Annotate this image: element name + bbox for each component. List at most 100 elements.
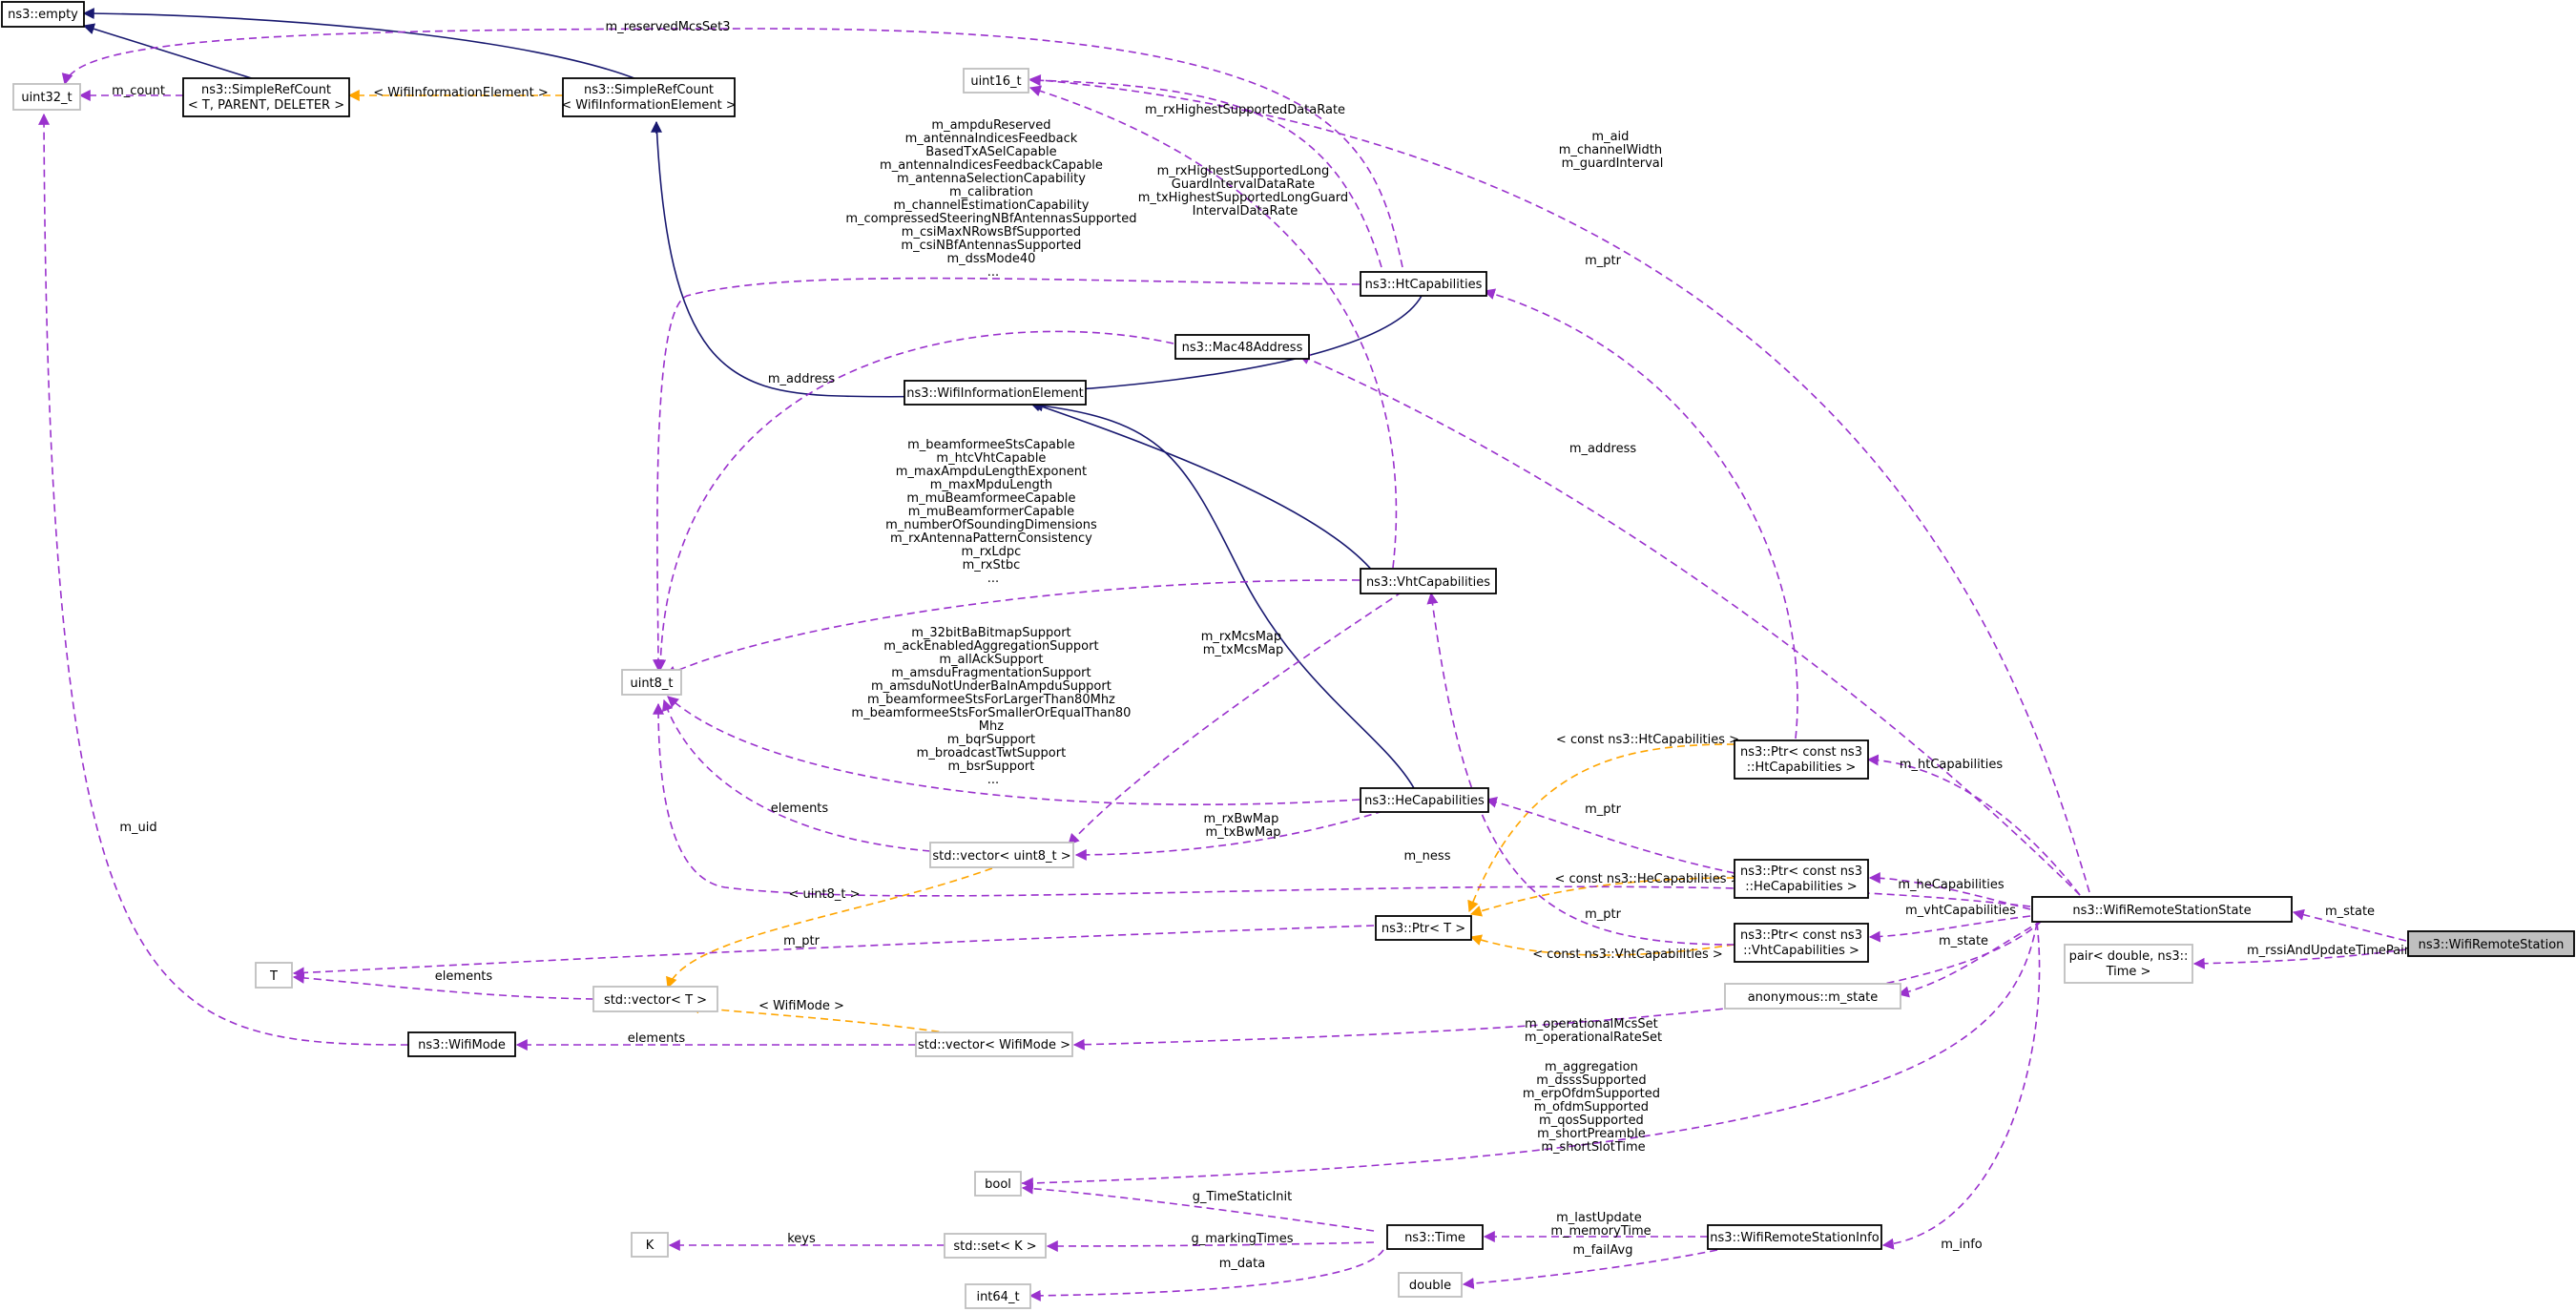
svg-text:bool: bool — [985, 1177, 1011, 1192]
node-ns3-empty[interactable]: ns3::empty — [1, 1, 85, 28]
node-bool[interactable]: bool — [974, 1171, 1022, 1197]
node-he-capabilities[interactable]: ns3::HeCapabilities — [1360, 787, 1489, 813]
label-const-vht: < const ns3::VhtCapabilities > — [1532, 948, 1723, 962]
label-m-address-2: m_address — [1569, 442, 1636, 456]
edges — [38, 8, 2407, 1302]
node-ptr-ht-capabilities[interactable]: ns3::Ptr< const ns3::HtCapabilities > — [1734, 739, 1869, 780]
edge-he-uint8 — [667, 696, 1361, 805]
node-vht-capabilities[interactable]: ns3::VhtCapabilities — [1360, 568, 1497, 594]
node-T[interactable]: T — [255, 962, 293, 989]
label-he-fields: m_32bitBaBitmapSupport m_ackEnabledAggre… — [851, 626, 1134, 787]
node-vector-wifimode[interactable]: std::vector< WifiMode > — [915, 1031, 1073, 1057]
label-elements-t: elements — [435, 969, 493, 984]
label-srcwifi-tpl: < WifiInformationElement > — [373, 86, 549, 100]
edge-ness — [653, 702, 2031, 907]
node-simplerefcount-generic[interactable]: ns3::SimpleRefCount< T, PARENT, DELETER … — [182, 77, 350, 117]
label-m-address-1: m_address — [768, 372, 835, 386]
node-vector-uint8[interactable]: std::vector< uint8_t > — [929, 842, 1074, 868]
edge-mac48-uint8 — [654, 330, 1174, 672]
node-K[interactable]: K — [631, 1232, 669, 1258]
node-ht-capabilities[interactable]: ns3::HtCapabilities — [1360, 271, 1487, 297]
edge-time-setk — [1046, 1239, 1375, 1252]
edge-ptrht-tpl — [1467, 743, 1735, 913]
edge-ptrvht-vhtcap — [1426, 592, 1735, 946]
svg-text:std::set< K >: std::set< K > — [953, 1239, 1036, 1254]
label-ness: m_ness — [1404, 849, 1451, 864]
node-uint8[interactable]: uint8_t — [621, 669, 682, 696]
label-time-static-init: g_TimeStaticInit — [1193, 1190, 1293, 1204]
node-double[interactable]: double — [1398, 1272, 1463, 1298]
edge-hecap-wie — [1030, 400, 1415, 789]
node-pair-double-time[interactable]: pair< double, ns3::Time > — [2064, 944, 2193, 984]
svg-text:ns3::HtCapabilities: ns3::HtCapabilities — [1365, 278, 1483, 292]
label-rx-mcs: m_rxMcsMap m_txMcsMap — [1201, 630, 1286, 657]
label-aid: m_aid m_channelWidth m_guardInterval — [1559, 130, 1667, 171]
label-rx-highest-long: m_rxHighestSupportedLong GuardIntervalDa… — [1138, 164, 1353, 219]
label-ht-fields: m_ampduReserved m_antennaIndicesFeedback… — [845, 118, 1140, 280]
node-uint32[interactable]: uint32_t — [12, 83, 81, 111]
label-he-capabilities: m_heCapabilities — [1898, 878, 2004, 892]
svg-text:pair< double, ns3::: pair< double, ns3:: — [2069, 949, 2189, 964]
svg-text:ns3::Ptr< const ns3: ns3::Ptr< const ns3 — [1740, 864, 1862, 879]
edge-station-state — [2292, 908, 2407, 942]
svg-text:std::vector< WifiMode >: std::vector< WifiMode > — [918, 1038, 1070, 1052]
edge-state-ptrvht — [1868, 915, 2031, 943]
label-m-data: m_data — [1219, 1257, 1265, 1271]
svg-text:::HeCapabilities >: ::HeCapabilities > — [1745, 880, 1857, 894]
label-uint8-tpl: < uint8_t > — [788, 887, 860, 902]
node-ptr-he-capabilities[interactable]: ns3::Ptr< const ns3::HeCapabilities > — [1734, 859, 1869, 899]
node-int64[interactable]: int64_t — [965, 1283, 1031, 1309]
label-info: m_info — [1941, 1238, 1983, 1252]
node-wifi-mode[interactable]: ns3::WifiMode — [407, 1031, 516, 1057]
label-ht-capabilities: m_htCapabilities — [1900, 758, 2004, 772]
label-const-he: < const ns3::HeCapabilities > — [1554, 872, 1740, 886]
svg-text:ns3::Time: ns3::Time — [1404, 1231, 1465, 1245]
node-wifi-remote-station-state[interactable]: ns3::WifiRemoteStationState — [2031, 896, 2293, 923]
node-simplerefcount-wifi[interactable]: ns3::SimpleRefCount< WifiInformationElem… — [561, 77, 737, 117]
node-uint16[interactable]: uint16_t — [963, 68, 1029, 94]
svg-text:uint16_t: uint16_t — [970, 74, 1021, 89]
edge-state-anon — [1897, 920, 2043, 998]
label-bool-fields: m_aggregation m_dsssSupported m_erpOfdmS… — [1523, 1060, 1664, 1155]
node-wifi-remote-station-info[interactable]: ns3::WifiRemoteStationInfo — [1707, 1224, 1882, 1250]
svg-text:ns3::SimpleRefCount: ns3::SimpleRefCount — [584, 83, 714, 97]
label-reserved-mcs: m_reservedMcsSet3 — [605, 20, 730, 34]
svg-text:ns3::WifiRemoteStation: ns3::WifiRemoteStation — [2419, 938, 2565, 952]
edge-vecu8-vect — [666, 867, 993, 989]
label-m-ptr-ht: m_ptr — [1585, 254, 1622, 268]
edge-state-mac48 — [1298, 353, 2081, 896]
svg-text:ns3::HeCapabilities: ns3::HeCapabilities — [1364, 794, 1485, 808]
label-keys: keys — [787, 1232, 816, 1246]
node-mac48-address[interactable]: ns3::Mac48Address — [1174, 334, 1310, 360]
svg-text:ns3::WifiRemoteStationState: ns3::WifiRemoteStationState — [2072, 904, 2251, 918]
edge-state-ptrht — [1866, 754, 2081, 896]
edge-station-pair — [2192, 948, 2407, 969]
node-set-k[interactable]: std::set< K > — [944, 1233, 1047, 1259]
edge-state-ptrhe — [1868, 872, 2031, 910]
node-wifi-information-element[interactable]: ns3::WifiInformationElement — [904, 380, 1087, 406]
label-elements-mode: elements — [628, 1031, 686, 1046]
svg-text:ns3::WifiMode: ns3::WifiMode — [418, 1038, 506, 1052]
svg-text:double: double — [1409, 1279, 1451, 1293]
svg-text:anonymous::m_state: anonymous::m_state — [1748, 990, 1879, 1005]
edge-he-vecu8 — [1074, 810, 1384, 861]
edge-htcap-uint8 — [652, 277, 1361, 672]
node-wifi-remote-station[interactable]: ns3::WifiRemoteStation — [2407, 930, 2575, 957]
svg-text:ns3::Ptr< T >: ns3::Ptr< T > — [1381, 922, 1465, 936]
label-uid: m_uid — [119, 821, 156, 835]
edge-vht-uint8 — [664, 579, 1361, 677]
node-ptr-t[interactable]: ns3::Ptr< T > — [1375, 915, 1472, 941]
edge-info-double — [1462, 1249, 1718, 1289]
node-time[interactable]: ns3::Time — [1386, 1224, 1484, 1250]
edge-srcwifi-reserved — [61, 28, 1403, 268]
svg-text:ns3::Ptr< const ns3: ns3::Ptr< const ns3 — [1740, 928, 1862, 943]
svg-text:std::vector< T >: std::vector< T > — [604, 993, 707, 1008]
label-rssi: m_rssiAndUpdateTimePair — [2247, 944, 2410, 958]
node-anonymous-m-state[interactable]: anonymous::m_state — [1724, 983, 1901, 1010]
edge-ptrvht-tpl — [1469, 934, 1735, 956]
svg-text:Time >: Time > — [2106, 965, 2151, 979]
node-vector-t[interactable]: std::vector< T > — [592, 986, 718, 1012]
node-ptr-vht-capabilities[interactable]: ns3::Ptr< const ns3::VhtCapabilities > — [1734, 923, 1869, 963]
svg-text:K: K — [646, 1239, 654, 1253]
